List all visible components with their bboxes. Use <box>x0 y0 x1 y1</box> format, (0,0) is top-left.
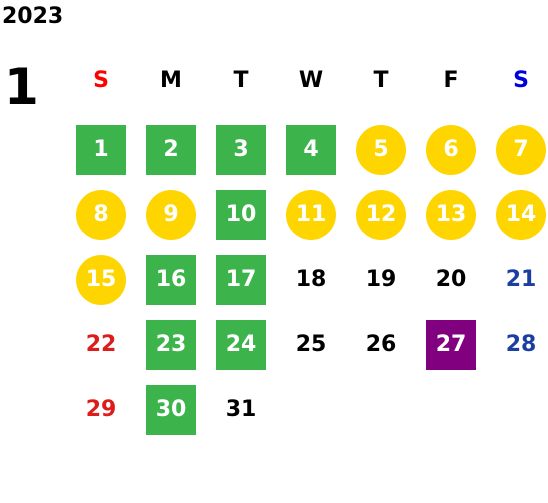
day-cell-18[interactable]: 18 <box>286 255 336 305</box>
weekday-sun: S <box>93 68 109 93</box>
year-label: 2023 <box>2 4 64 29</box>
day-number: 6 <box>443 137 459 162</box>
day-cell-20[interactable]: 20 <box>426 255 476 305</box>
day-number: 7 <box>513 137 529 162</box>
day-cell-19[interactable]: 19 <box>356 255 406 305</box>
day-cell-3[interactable]: 3 <box>216 125 266 175</box>
day-cell-30[interactable]: 30 <box>146 385 196 435</box>
day-cell-12[interactable]: 12 <box>356 190 406 240</box>
day-cell-13[interactable]: 13 <box>426 190 476 240</box>
weekday-fri: F <box>443 68 459 93</box>
day-number: 11 <box>295 202 327 227</box>
weekday-thu: T <box>373 68 389 93</box>
day-cell-6[interactable]: 6 <box>426 125 476 175</box>
day-number: 31 <box>225 397 257 422</box>
day-cell-31[interactable]: 31 <box>216 385 266 435</box>
day-cell-15[interactable]: 15 <box>76 255 126 305</box>
day-cell-24[interactable]: 24 <box>216 320 266 370</box>
day-number: 9 <box>163 202 179 227</box>
day-number: 15 <box>85 267 117 292</box>
day-number: 14 <box>505 202 537 227</box>
day-number: 21 <box>505 267 537 292</box>
day-number: 27 <box>435 332 467 357</box>
day-cell-16[interactable]: 16 <box>146 255 196 305</box>
day-cell-28[interactable]: 28 <box>496 320 546 370</box>
day-number: 5 <box>373 137 389 162</box>
day-cell-7[interactable]: 7 <box>496 125 546 175</box>
day-number: 1 <box>93 137 109 162</box>
day-cell-4[interactable]: 4 <box>286 125 336 175</box>
day-cell-26[interactable]: 26 <box>356 320 406 370</box>
day-number: 19 <box>365 267 397 292</box>
day-cell-17[interactable]: 17 <box>216 255 266 305</box>
day-cell-21[interactable]: 21 <box>496 255 546 305</box>
day-number: 13 <box>435 202 467 227</box>
day-cell-22[interactable]: 22 <box>76 320 126 370</box>
weekday-mon: M <box>160 68 182 93</box>
weekday-wed: W <box>298 68 324 93</box>
day-number: 25 <box>295 332 327 357</box>
day-number: 3 <box>233 137 249 162</box>
day-number: 30 <box>155 397 187 422</box>
day-number: 28 <box>505 332 537 357</box>
day-cell-1[interactable]: 1 <box>76 125 126 175</box>
day-cell-2[interactable]: 2 <box>146 125 196 175</box>
day-cell-8[interactable]: 8 <box>76 190 126 240</box>
day-number: 20 <box>435 267 467 292</box>
day-number: 29 <box>85 397 117 422</box>
day-number: 4 <box>303 137 319 162</box>
weekday-tue: T <box>233 68 249 93</box>
weekday-sat: S <box>513 68 529 93</box>
day-cell-27[interactable]: 27 <box>426 320 476 370</box>
day-cell-10[interactable]: 10 <box>216 190 266 240</box>
day-cell-14[interactable]: 14 <box>496 190 546 240</box>
day-number: 18 <box>295 267 327 292</box>
month-number: 1 <box>4 58 39 116</box>
day-cell-11[interactable]: 11 <box>286 190 336 240</box>
day-cell-25[interactable]: 25 <box>286 320 336 370</box>
day-cell-5[interactable]: 5 <box>356 125 406 175</box>
day-cell-9[interactable]: 9 <box>146 190 196 240</box>
day-number: 17 <box>225 267 257 292</box>
day-cell-29[interactable]: 29 <box>76 385 126 435</box>
day-number: 23 <box>155 332 187 357</box>
day-number: 24 <box>225 332 257 357</box>
day-number: 8 <box>93 202 109 227</box>
day-cell-23[interactable]: 23 <box>146 320 196 370</box>
day-number: 10 <box>225 202 257 227</box>
day-number: 16 <box>155 267 187 292</box>
day-number: 2 <box>163 137 179 162</box>
day-number: 12 <box>365 202 397 227</box>
day-number: 26 <box>365 332 397 357</box>
day-number: 22 <box>85 332 117 357</box>
